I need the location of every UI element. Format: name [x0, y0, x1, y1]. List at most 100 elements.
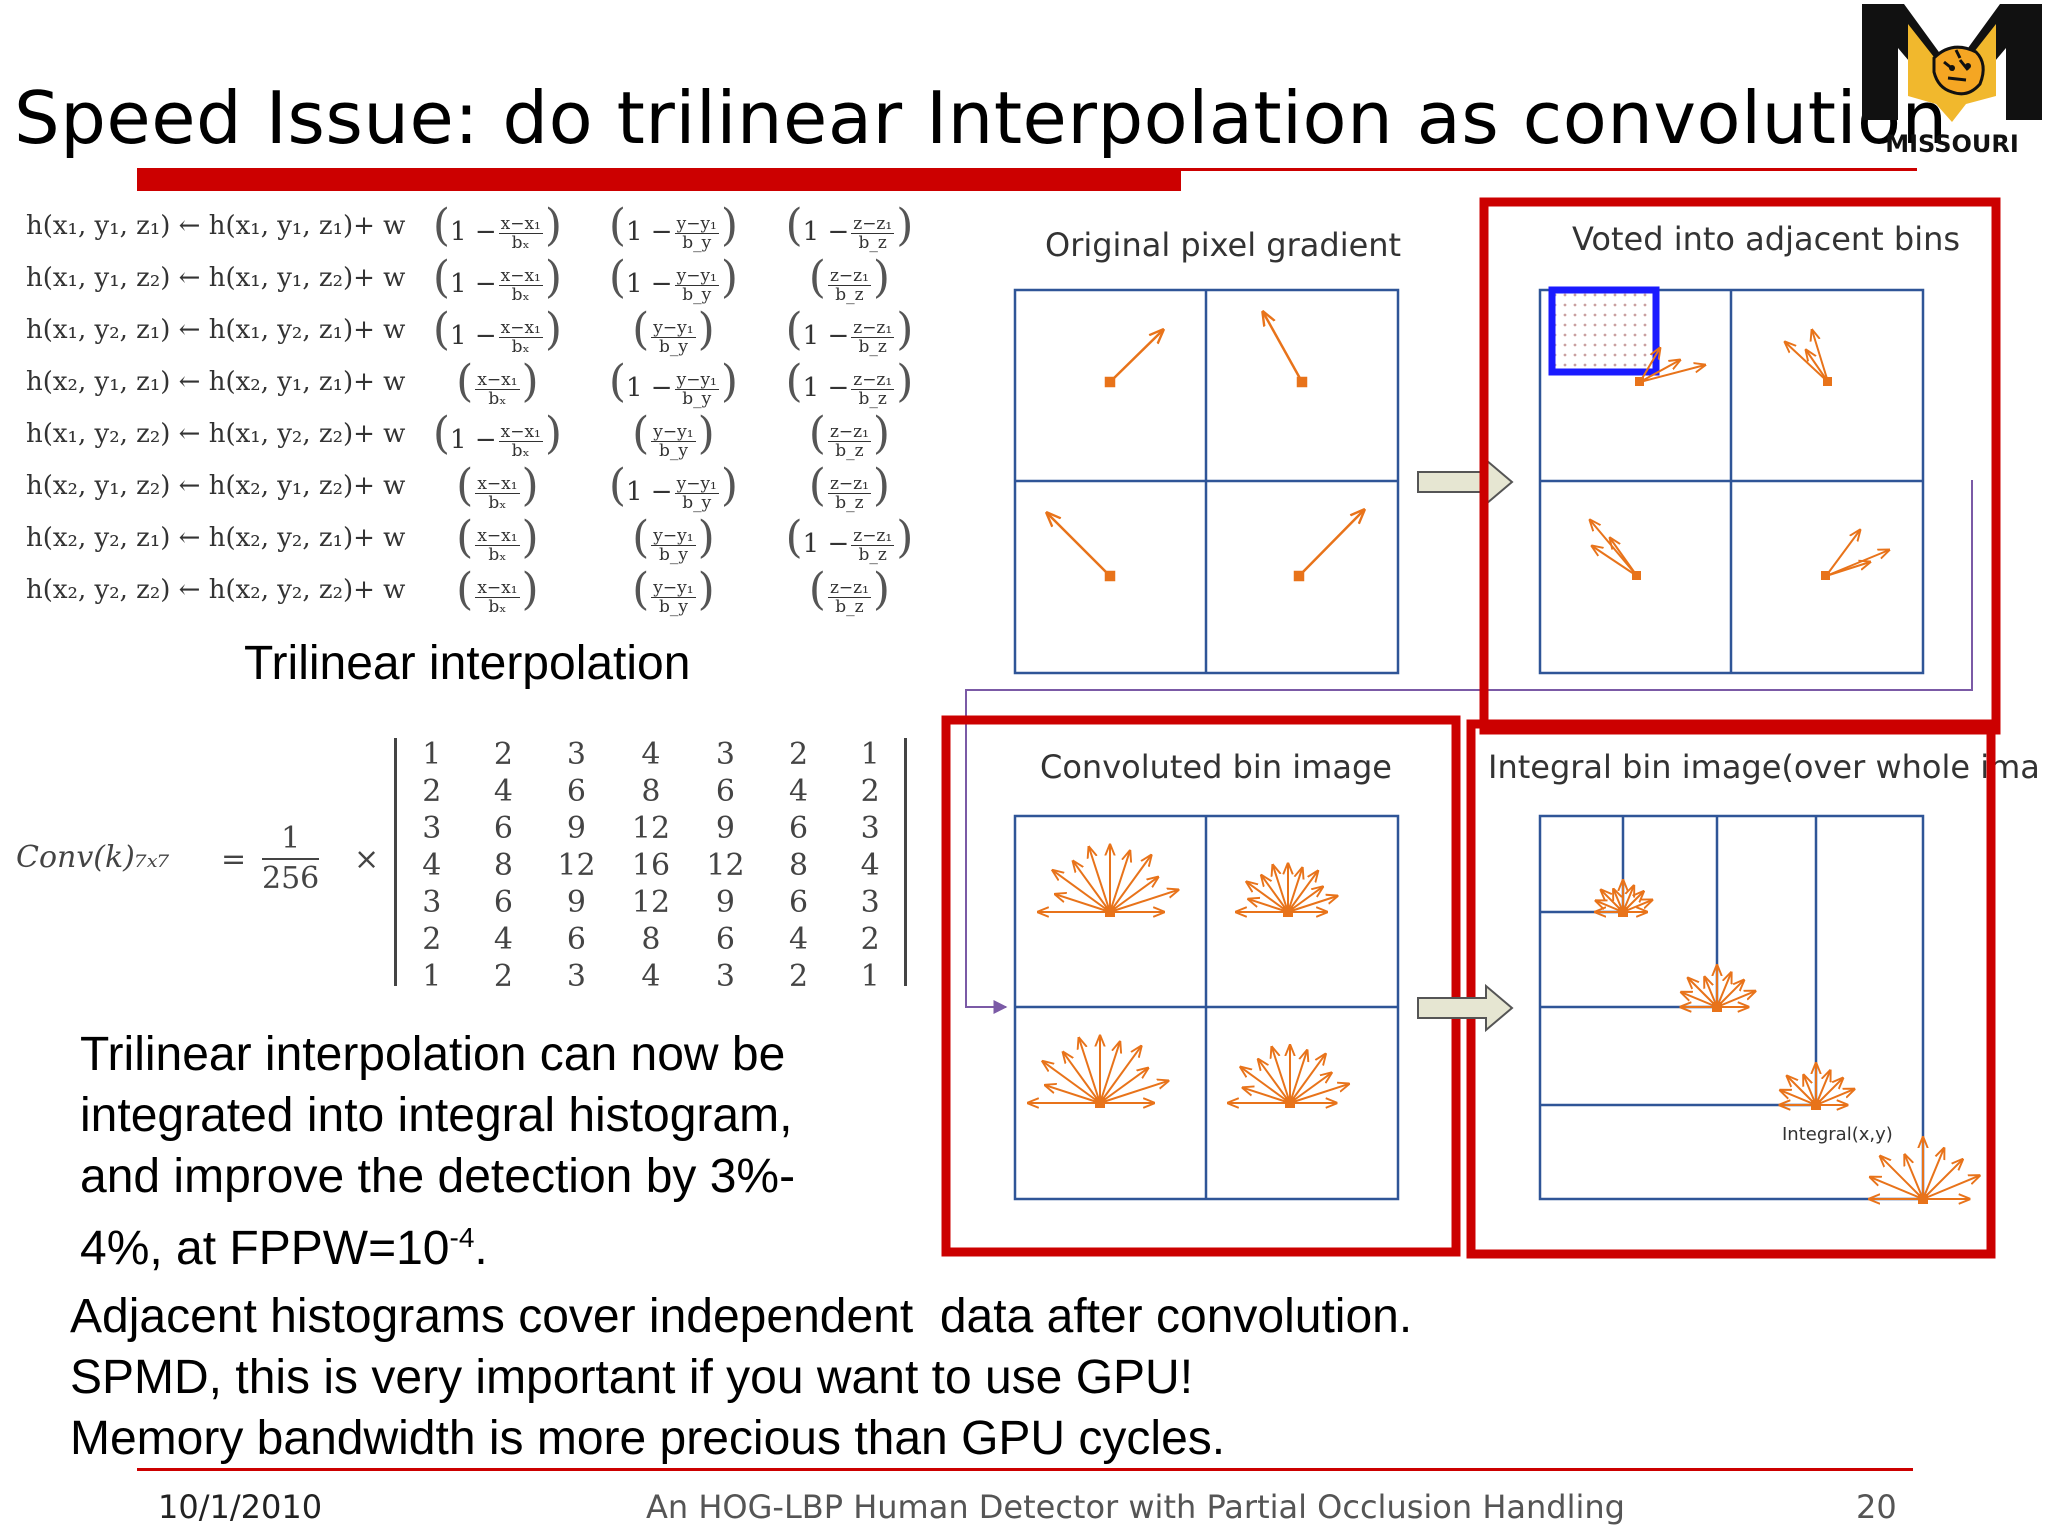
orientation-arrow — [1289, 1084, 1349, 1104]
orientation-arrow — [1272, 1047, 1291, 1104]
orientation-arrow — [1099, 1046, 1141, 1104]
matrix-cell: 4 — [788, 922, 809, 957]
one-minus: 1 − — [802, 373, 850, 404]
orientation-arrow — [1287, 896, 1337, 913]
fraction-numerator: z−z₁ — [851, 369, 895, 390]
footer-date: 10/1/2010 — [158, 1488, 323, 1526]
orientation-arrow — [1243, 1088, 1291, 1104]
label-voted-bins: Voted into adjacent bins — [1572, 220, 1960, 258]
orientation-arrow — [1109, 855, 1151, 913]
matrix-cell: 4 — [641, 959, 661, 994]
matrix-cell: 3 — [422, 885, 442, 920]
panel-original-gradient — [1013, 288, 1400, 675]
block-arrow-vote — [1417, 457, 1514, 507]
fraction-numerator: z−z₁ — [827, 577, 871, 598]
matrix-cell: 8 — [641, 774, 661, 809]
matrix-cell: 9 — [566, 811, 587, 846]
orientation-arrow — [1055, 894, 1111, 913]
fraction-numerator: x−x₁ — [475, 369, 520, 390]
matrix-cell: 8 — [493, 848, 513, 883]
fraction-denominator: b_y — [682, 284, 712, 305]
trilinear-equations: h(x₁, y₁, z₁) ← h(x₁, y₁, z₁)+ w (1 −x−x₁… — [22, 200, 937, 616]
panel-voted-bins — [1538, 286, 1925, 675]
matrix-cell: 2 — [422, 774, 442, 809]
matrix-right-bar — [904, 738, 907, 986]
one-minus: 1 − — [626, 269, 673, 300]
para1-exponent: -4 — [449, 1222, 475, 1253]
matrix-cell: 8 — [641, 922, 661, 957]
orientation-origin — [1105, 907, 1115, 917]
fraction-denominator: b_y — [658, 440, 688, 461]
orientation-arrow — [1880, 1156, 1924, 1200]
matrix-cell: 2 — [860, 774, 880, 809]
orientation-arrow — [1870, 1177, 1924, 1200]
fraction-numerator: z−z₁ — [827, 473, 871, 494]
orientation-origin — [1918, 1194, 1928, 1204]
orientation-arrow — [1289, 1054, 1326, 1104]
matrix-cell: 6 — [493, 885, 513, 920]
orientation-arrow — [1780, 1090, 1817, 1106]
fraction-denominator: b_y — [682, 492, 712, 513]
matrix-cell: 3 — [860, 885, 880, 920]
logo-wordmark: MISSOURI — [1885, 130, 2019, 158]
fraction-denominator: b_z — [858, 232, 887, 253]
para2-line-1: Adjacent histograms cover independent da… — [70, 1290, 1413, 1343]
fraction-denominator: b_y — [682, 388, 712, 409]
matrix-cell: 12 — [706, 848, 745, 883]
matrix-cell: 2 — [422, 922, 442, 957]
paragraph-interpolation-benefit: Trilinear interpolation can now be integ… — [80, 1024, 900, 1279]
orientation-origin — [1811, 1100, 1821, 1110]
equation-lhs: h(x₂, y₂, z₂) ← h(x₂, y₂, z₂)+ w — [26, 575, 406, 605]
equation-lhs: h(x₁, y₁, z₁) ← h(x₁, y₁, z₁)+ w — [26, 211, 406, 241]
highlight-integral — [1466, 719, 1996, 1259]
fraction-denominator: b_z — [858, 544, 887, 565]
fraction-numerator: x−x₁ — [475, 473, 520, 494]
matrix-cell: 2 — [493, 959, 513, 994]
equation-lhs: h(x₂, y₂, z₁) ← h(x₂, y₂, z₁)+ w — [26, 523, 406, 553]
orientation-arrow — [1247, 882, 1289, 913]
orientation-arrow — [1287, 871, 1318, 913]
one-minus: 1 − — [626, 373, 673, 404]
highlight-voted — [1479, 197, 2001, 735]
matrix-cell: 12 — [631, 885, 671, 920]
orientation-arrow — [1079, 1038, 1101, 1104]
block-arrow-integral — [1417, 983, 1514, 1033]
title-divider-thick — [137, 169, 1181, 191]
fraction-denominator: b_y — [682, 232, 712, 253]
matrix-cell: 2 — [788, 737, 809, 772]
connector-line — [965, 480, 1973, 1014]
label-convoluted-bin-image: Convoluted bin image — [1040, 748, 1392, 786]
fraction-numerator: y−y₁ — [674, 265, 719, 286]
one-minus: 1 − — [450, 269, 497, 300]
fraction-denominator: bₓ — [511, 336, 530, 357]
matrix-cell: 2 — [493, 737, 513, 772]
fraction-numerator: y−y₁ — [674, 369, 719, 390]
fraction-numerator: y−y₁ — [651, 577, 696, 598]
